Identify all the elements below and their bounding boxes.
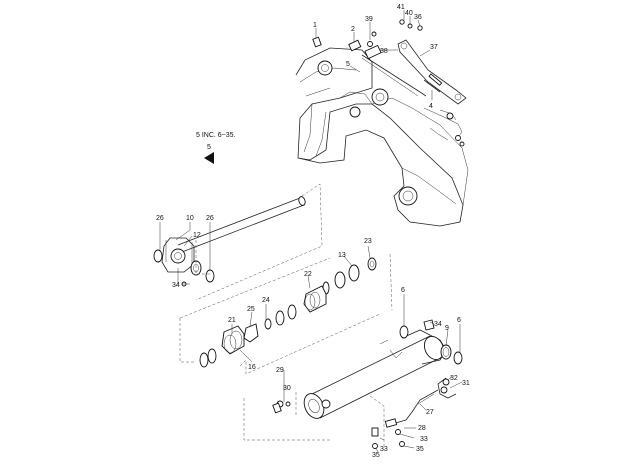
label-part-32: 32 <box>450 375 458 382</box>
label-part-31: 31 <box>462 380 470 387</box>
label-part-22: 22 <box>304 271 312 278</box>
label-part-35-left: 35 <box>372 452 380 459</box>
label-part-5-arrow: 5 <box>207 144 211 151</box>
label-part-26-left: 26 <box>156 215 164 222</box>
label-part-2: 2 <box>351 26 355 33</box>
label-part-6-right: 6 <box>457 317 461 324</box>
label-part-25: 25 <box>247 306 255 313</box>
label-part-29: 29 <box>276 367 284 374</box>
part-labels: 1 2 39 41 40 36 38 37 5 4 5 INC. 6~35. 5… <box>156 4 470 459</box>
piston-rod <box>153 196 306 287</box>
seal-kit <box>199 257 377 368</box>
label-part-23: 23 <box>364 238 372 245</box>
boom-frame <box>295 47 469 227</box>
label-part-6-left: 6 <box>401 287 405 294</box>
label-part-38: 38 <box>380 48 388 55</box>
label-part-13: 13 <box>338 252 346 259</box>
label-part-27: 27 <box>426 409 434 416</box>
label-part-35-right: 35 <box>416 446 424 453</box>
label-part-36: 36 <box>414 14 422 21</box>
label-part-9: 9 <box>445 325 449 332</box>
label-part-1: 1 <box>313 22 317 29</box>
label-part-21: 21 <box>228 317 236 324</box>
label-part-28: 28 <box>418 425 426 432</box>
arrow-indicator <box>204 152 214 164</box>
boom-pin-parts <box>312 19 467 147</box>
label-part-16: 16 <box>248 364 256 371</box>
label-part-41: 41 <box>397 4 405 11</box>
label-part-5-top: 5 <box>346 61 350 68</box>
hose-fittings <box>272 377 457 449</box>
label-part-10: 10 <box>186 215 194 222</box>
label-part-37: 37 <box>430 44 438 51</box>
label-part-26-right: 26 <box>206 215 214 222</box>
label-part-24: 24 <box>262 297 270 304</box>
label-part-33-lower: 33 <box>380 446 388 453</box>
leader-lines <box>159 10 463 453</box>
label-part-39: 39 <box>365 16 373 23</box>
label-part-34-right: 34 <box>434 321 442 328</box>
label-part-34-left: 34 <box>172 282 180 289</box>
label-part-40: 40 <box>405 10 413 17</box>
label-part-33-upper: 33 <box>420 436 428 443</box>
cylinder-tube <box>303 319 463 419</box>
label-part-12: 12 <box>193 232 201 239</box>
dashed-guides <box>179 183 393 446</box>
label-part-30: 30 <box>283 385 291 392</box>
label-note-5-includes: 5 INC. 6~35. <box>196 132 236 139</box>
label-part-4: 4 <box>429 103 433 110</box>
